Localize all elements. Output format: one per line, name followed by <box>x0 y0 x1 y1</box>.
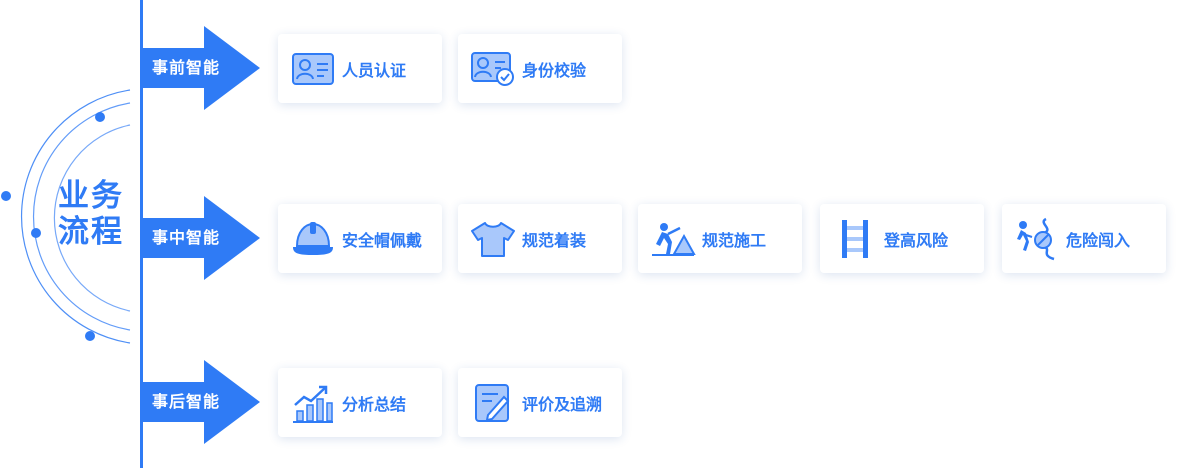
card-label: 分析总结 <box>342 394 407 414</box>
hard-hat-icon <box>290 216 336 262</box>
id-card-icon <box>290 46 336 92</box>
stage-after: 事后智能 <box>142 360 260 444</box>
card-personnel-auth[interactable]: 人员认证 <box>278 34 442 103</box>
stage-label: 事后智能 <box>152 392 221 411</box>
card-height-risk[interactable]: 登高风险 <box>820 204 984 273</box>
construction-icon <box>650 216 696 262</box>
stage-label: 事前智能 <box>152 58 221 77</box>
timeline-line <box>140 0 143 468</box>
card-label: 规范着装 <box>522 230 587 250</box>
bar-chart-icon <box>290 380 336 426</box>
card-evaluation-trace[interactable]: 评价及追溯 <box>458 368 622 437</box>
stage-arrow-icon <box>142 26 260 110</box>
shirt-icon <box>470 216 516 262</box>
stage-label: 事中智能 <box>152 228 221 247</box>
process-title-line2: 流程 <box>58 214 124 250</box>
card-dress-code[interactable]: 规范着装 <box>458 204 622 273</box>
card-standard-construction[interactable]: 规范施工 <box>638 204 802 273</box>
stage-before: 事前智能 <box>142 26 260 110</box>
stage-during: 事中智能 <box>142 196 260 280</box>
edit-document-icon <box>470 380 516 426</box>
process-title-line1: 业务 <box>58 178 124 214</box>
card-label: 身份校验 <box>522 60 587 80</box>
stage-arrow-icon <box>142 360 260 444</box>
ladder-icon <box>832 216 878 262</box>
decorative-arcs <box>1 89 131 344</box>
id-verify-icon <box>470 46 516 92</box>
process-title: 业务 流程 <box>58 178 138 250</box>
card-danger-intrusion[interactable]: 危险闯入 <box>1002 204 1166 273</box>
card-label: 评价及追溯 <box>522 394 603 414</box>
danger-intrusion-icon <box>1014 216 1060 262</box>
card-analysis-summary[interactable]: 分析总结 <box>278 368 442 437</box>
card-label: 规范施工 <box>702 230 767 250</box>
card-label: 危险闯入 <box>1066 230 1131 250</box>
card-label: 登高风险 <box>884 230 949 250</box>
card-label: 人员认证 <box>342 60 407 80</box>
card-hard-hat[interactable]: 安全帽佩戴 <box>278 204 442 273</box>
card-label: 安全帽佩戴 <box>342 230 423 250</box>
card-identity-verify[interactable]: 身份校验 <box>458 34 622 103</box>
stage-arrow-icon <box>142 196 260 280</box>
